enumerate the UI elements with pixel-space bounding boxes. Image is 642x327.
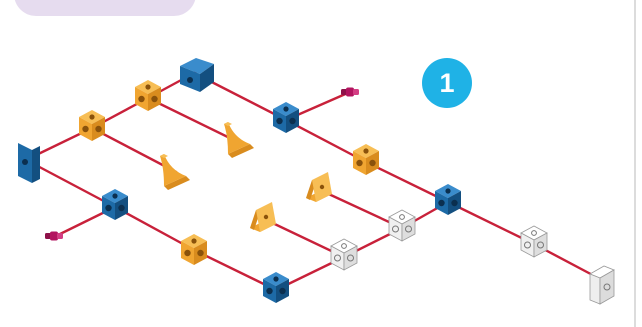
orange-ramp-2 <box>224 122 254 158</box>
step-number: 1 <box>439 67 455 98</box>
orange-cube-2 <box>135 80 161 111</box>
orange-cube-1 <box>79 110 105 141</box>
white-cube-1 <box>388 209 416 242</box>
blue-cube-4 <box>263 272 289 303</box>
blue-corner-piece <box>180 58 214 92</box>
blue-cube-2 <box>435 184 461 215</box>
orange-ramp-1 <box>160 154 190 190</box>
header-tab <box>14 0 196 16</box>
white-cube-3 <box>520 225 548 258</box>
orange-wedge-1 <box>306 172 332 202</box>
step-number-badge: 1 <box>422 58 472 108</box>
white-cube-2 <box>330 238 358 271</box>
orange-cube-4 <box>181 234 207 265</box>
orange-wedge-2 <box>250 202 276 232</box>
blue-end-plate <box>18 143 40 183</box>
orange-cube-3 <box>353 144 379 175</box>
blue-cube-1 <box>273 102 299 133</box>
blue-cube-3 <box>102 189 128 220</box>
white-end-plate <box>589 265 615 305</box>
page-edge-divider <box>634 0 636 327</box>
